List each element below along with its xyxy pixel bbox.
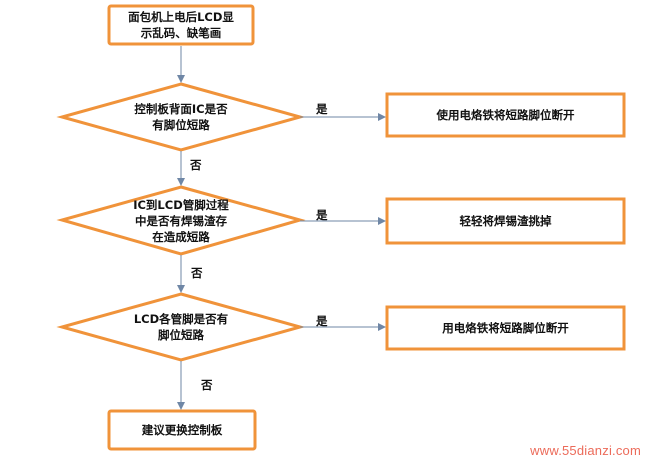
end-node-text: 建议更换控制板	[141, 423, 223, 437]
watermark-text: www.55dianzi.com	[530, 443, 641, 458]
end-box	[107, 409, 257, 451]
action2-node-text: 轻轻将焊锡渣挑掉	[459, 214, 552, 228]
action3-box	[385, 305, 626, 351]
no-label-2: 否	[191, 266, 203, 280]
no-label-1: 否	[190, 158, 202, 172]
check2-node-text: IC到LCD管脚过程 中是否有焊锡渣存 在造成短路	[133, 198, 229, 244]
check1-node-text: 控制板背面IC是否 有脚位短路	[134, 102, 228, 132]
check3-diamond	[56, 292, 306, 362]
start-node-text: 面包机上电后LCD显 示乱码、缺笔画	[128, 10, 234, 40]
no-label-3: 否	[201, 378, 213, 392]
yes-label-1: 是	[316, 102, 328, 116]
action2-box	[385, 197, 626, 245]
yes-label-2: 是	[316, 208, 328, 222]
action1-box	[385, 92, 626, 138]
yes-label-3: 是	[316, 314, 328, 328]
check3-node-text: LCD各管脚是否有 脚位短路	[133, 312, 229, 342]
action1-node-text: 使用电烙铁将短路脚位断开	[436, 108, 575, 122]
start-box	[107, 4, 255, 46]
check1-diamond	[56, 82, 306, 152]
check2-diamond	[56, 185, 306, 256]
action3-node-text: 用电烙铁将短路脚位断开	[442, 321, 569, 335]
